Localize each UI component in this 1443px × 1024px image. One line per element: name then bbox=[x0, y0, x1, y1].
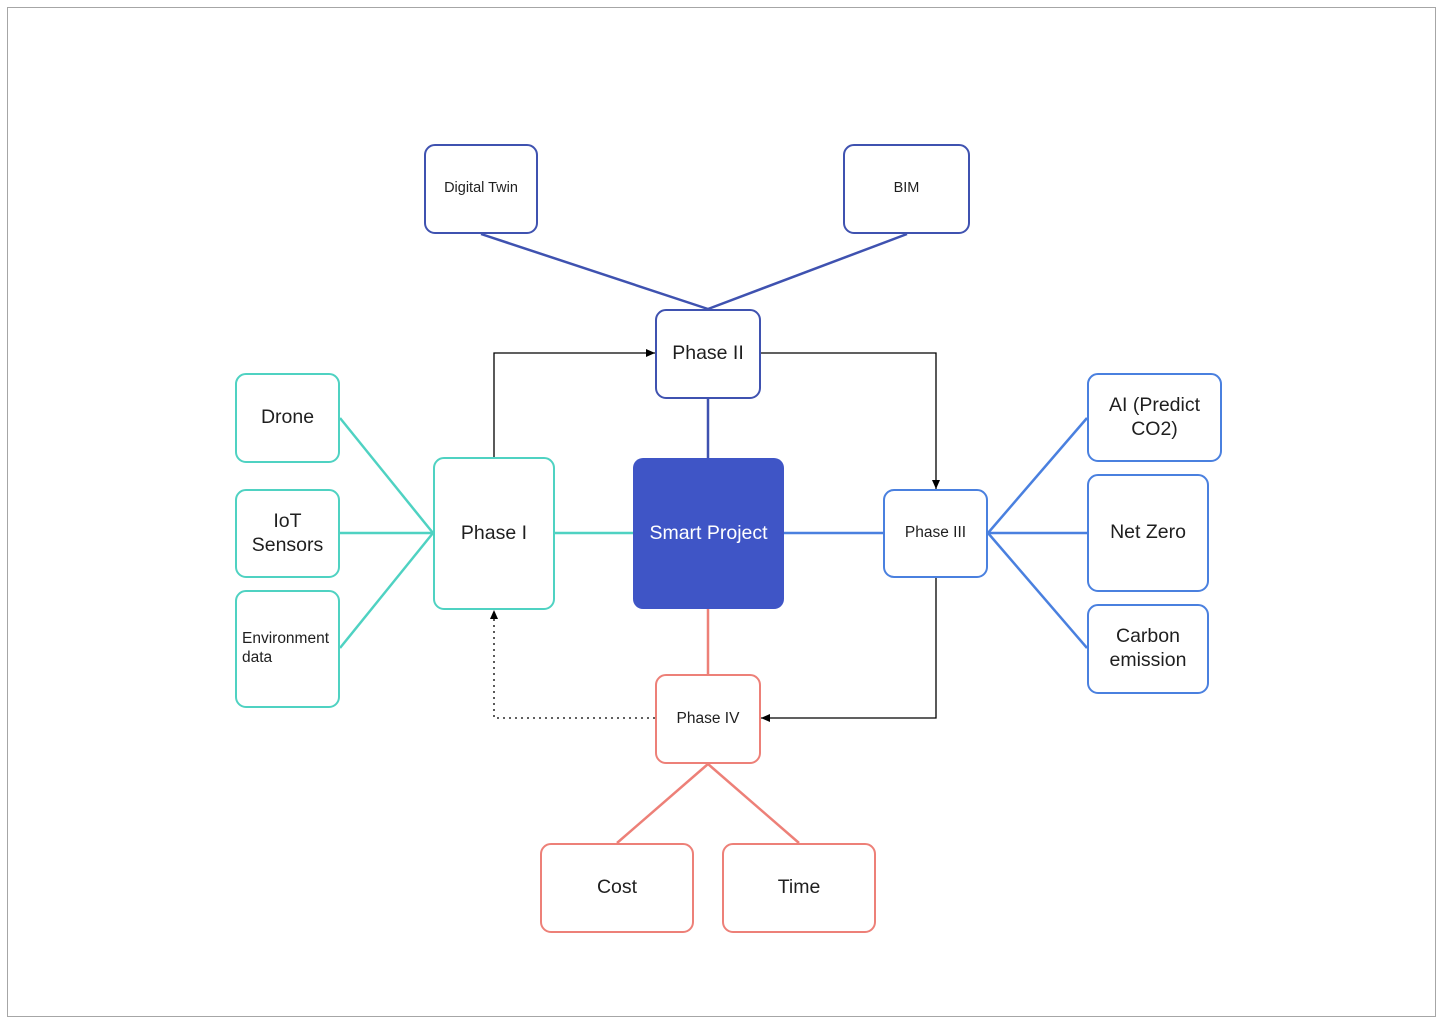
node-digital-twin-label: Digital Twin bbox=[444, 180, 518, 197]
node-phase-1[interactable]: Phase I bbox=[433, 457, 555, 610]
node-phase-3[interactable]: Phase III bbox=[883, 489, 988, 578]
node-drone[interactable]: Drone bbox=[235, 373, 340, 463]
node-phase-4-label: Phase IV bbox=[676, 709, 740, 727]
node-time-label: Time bbox=[777, 876, 821, 899]
node-cost[interactable]: Cost bbox=[540, 843, 694, 933]
node-carbon-emission[interactable]: Carbon emission bbox=[1087, 604, 1209, 694]
node-ai-predict-co2[interactable]: AI (Predict CO2) bbox=[1087, 373, 1222, 462]
node-environment-data-label: Environment data bbox=[242, 630, 330, 666]
edge-phase3-carbon bbox=[987, 532, 1088, 649]
edge-phase4-cost bbox=[616, 763, 709, 844]
node-digital-twin[interactable]: Digital Twin bbox=[424, 144, 538, 234]
arrow-phase1-to-phase2 bbox=[493, 349, 655, 457]
node-net-zero-label: Net Zero bbox=[1110, 521, 1186, 544]
phase3-connectors bbox=[784, 417, 1088, 649]
node-iot-sensors-label: IoT Sensors bbox=[251, 509, 324, 556]
node-environment-data[interactable]: Environment data bbox=[235, 590, 340, 708]
arrow-phase2-to-phase3 bbox=[761, 352, 940, 489]
node-bim-label: BIM bbox=[893, 180, 920, 197]
node-bim[interactable]: BIM bbox=[843, 144, 970, 234]
node-smart-project-label: Smart Project bbox=[649, 521, 768, 544]
phase1-connectors bbox=[339, 417, 633, 649]
edge-phase4-time bbox=[707, 763, 800, 844]
flow-arrows bbox=[490, 349, 940, 722]
node-carbon-emission-label: Carbon emission bbox=[1109, 625, 1187, 671]
node-net-zero[interactable]: Net Zero bbox=[1087, 474, 1209, 592]
arrow-phase4-to-phase1-dotted bbox=[490, 610, 655, 719]
edge-phase3-ai bbox=[987, 417, 1088, 534]
node-phase-4[interactable]: Phase IV bbox=[655, 674, 761, 764]
node-phase-3-label: Phase III bbox=[904, 524, 967, 542]
edge-bim-phase2 bbox=[707, 232, 908, 311]
node-phase-2[interactable]: Phase II bbox=[655, 309, 761, 399]
node-iot-sensors[interactable]: IoT Sensors bbox=[235, 489, 340, 578]
node-ai-predict-co2-label: AI (Predict CO2) bbox=[1108, 393, 1201, 440]
node-phase-2-label: Phase II bbox=[672, 342, 744, 365]
phase2-connectors bbox=[480, 232, 908, 458]
node-phase-1-label: Phase I bbox=[460, 521, 528, 544]
edge-digital-twin-phase2 bbox=[480, 232, 709, 311]
edge-drone-phase1 bbox=[339, 417, 434, 534]
node-cost-label: Cost bbox=[596, 876, 638, 899]
edge-environment-phase1 bbox=[339, 532, 434, 649]
node-drone-label: Drone bbox=[260, 406, 315, 429]
arrow-phase3-to-phase4 bbox=[761, 578, 937, 722]
phase4-connectors bbox=[616, 608, 800, 844]
node-time[interactable]: Time bbox=[722, 843, 876, 933]
node-smart-project[interactable]: Smart Project bbox=[633, 458, 784, 609]
